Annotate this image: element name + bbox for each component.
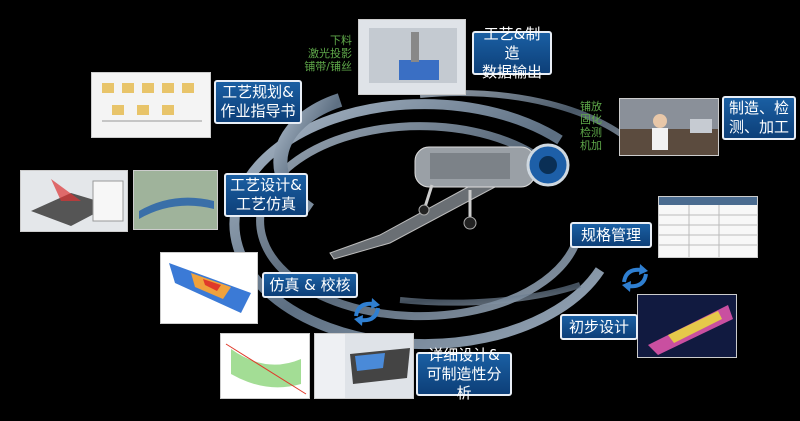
cycle-arrow-icon <box>354 298 380 326</box>
production-ops-note: 铺放 固化 检测 机加 <box>580 100 602 152</box>
label-preliminary-design: 初步设计 <box>560 314 638 340</box>
detail-design-screenshot-2 <box>314 333 414 399</box>
spec-table-screenshot <box>658 196 758 258</box>
laser-projection-screenshot <box>20 170 128 232</box>
cnc-machine-screenshot <box>358 19 466 95</box>
label-process-planning: 工艺规划& 作业指导书 <box>214 80 302 124</box>
label-process-simulation: 工艺设计& 工艺仿真 <box>224 173 308 217</box>
label-detail-design: 详细设计& 可制造性分析 <box>416 346 512 402</box>
composite-layup-screenshot <box>637 294 737 358</box>
manufacturing-ops-note: 下料 激光投影 铺带/铺丝 <box>304 34 352 73</box>
process-flow-screenshot <box>91 72 211 138</box>
factory-photo <box>619 98 719 156</box>
label-simulation-check: 仿真 & 校核 <box>262 272 358 298</box>
ply-layup-screenshot <box>133 170 218 230</box>
stress-analysis-screenshot <box>160 252 258 324</box>
label-spec-management: 规格管理 <box>570 222 652 248</box>
cycle-arrow-icon <box>622 264 648 292</box>
detail-design-screenshot-1 <box>220 333 310 399</box>
label-manufacturing: 制造、检 测、加工 <box>722 96 796 140</box>
label-process-data-export: 工艺&制造 数据输出 <box>472 25 552 81</box>
aircraft-illustration <box>329 143 570 260</box>
